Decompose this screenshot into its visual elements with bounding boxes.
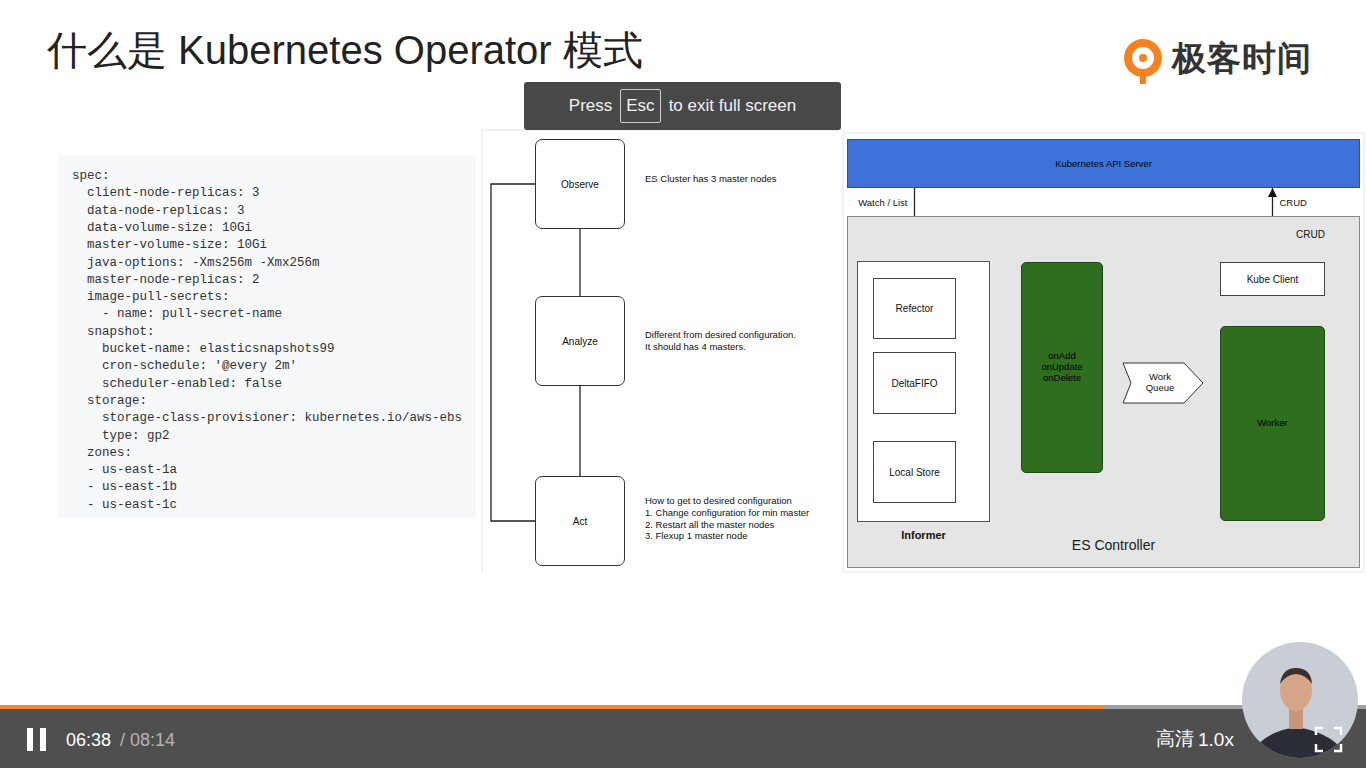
api-server-bar: Kubernetes API Server	[847, 139, 1360, 188]
connector	[491, 184, 535, 521]
queue-outline	[1123, 363, 1203, 403]
presenter-hair	[1280, 668, 1312, 684]
node-text: Refector	[896, 303, 934, 314]
code-line: scheduler-enabled: false	[72, 376, 282, 392]
code-line: storage:	[72, 393, 147, 409]
key-cap: Esc	[620, 89, 660, 123]
code-line: cron-schedule: '@every 2m'	[72, 358, 297, 374]
process-box: Analyze	[535, 296, 625, 386]
node-text: Local Store	[889, 467, 940, 478]
fullscreen-hint: Press Esc to exit full screen	[524, 82, 841, 130]
edge-label: Watch / List	[857, 197, 908, 209]
note-text: 3. Flexup 1 master node	[645, 530, 747, 542]
node-text: DeltaFIFO	[891, 378, 937, 389]
node-text: Observe	[561, 179, 599, 190]
node-text: Kube Client	[1247, 274, 1299, 285]
component-box: DeltaFIFO	[873, 352, 956, 414]
speed-button: 1.0x	[1198, 729, 1234, 751]
current-time: 06:38	[66, 729, 111, 751]
code-line: master-volume-size: 10Gi	[72, 237, 267, 253]
code-line: storage-class-provisioner: kubernetes.io…	[72, 410, 462, 426]
code-line: - us-east-1c	[72, 497, 177, 513]
hint-text: to exit full screen	[669, 96, 797, 116]
code-line: client-node-replicas: 3	[72, 185, 260, 201]
pause-icon	[27, 728, 33, 751]
node-text: Analyze	[562, 336, 598, 347]
controller-box: ES Controller Informer RefectorDeltaFIFO Lo…	[847, 216, 1360, 568]
slide-title: 什么是 Kubernetes Operator 模式	[47, 26, 643, 74]
brand-name: 极客时间	[1172, 38, 1312, 78]
logo-tail	[1140, 72, 1146, 84]
worker-box: Worker	[1220, 326, 1325, 521]
note-text: It should has 4 masters.	[645, 341, 746, 353]
presenter-shirt	[1248, 727, 1352, 768]
queue-arrow: Work Queue	[1122, 362, 1204, 404]
note-text: Different from desired configuration.	[645, 329, 796, 341]
code-line: snapshot:	[72, 324, 155, 340]
logo-ring	[1128, 43, 1158, 73]
code-line: - name: pull-secret-name	[72, 306, 282, 322]
panel-frame	[843, 133, 1364, 572]
code-line: type: gp2	[72, 428, 170, 444]
code-line: zones:	[72, 445, 132, 461]
node-text: ES Controller	[1072, 537, 1155, 553]
note-text: 1. Change configuration for min master	[645, 507, 809, 519]
quality-button: 高清	[1156, 728, 1194, 750]
pause-icon	[40, 728, 46, 751]
code-line: - us-east-1a	[72, 462, 177, 478]
informer-box: InformerRefectorDeltaFIFOLocal Store	[857, 261, 990, 522]
code-line: bucket-name: elasticsnapshots99	[72, 341, 335, 357]
code-line: spec:	[72, 168, 110, 184]
presenter-figure	[1248, 668, 1352, 768]
connector	[579, 229, 580, 296]
component-box: Local Store	[873, 441, 956, 503]
progress-track	[0, 705, 1366, 709]
node-text: Work Queue	[1142, 372, 1178, 394]
note-text: How to get to desired configuration	[645, 495, 792, 507]
process-box: Act	[535, 476, 625, 566]
code-line: data-volume-size: 10Gi	[72, 220, 252, 236]
code-line: java-options: -Xms256m -Xmx256m	[72, 255, 320, 271]
panel-frame	[482, 130, 843, 572]
fullscreen-icon	[1316, 728, 1341, 751]
code-line: data-node-replicas: 3	[72, 203, 245, 219]
presenter-head	[1280, 669, 1312, 711]
code-background	[58, 155, 476, 518]
node-text: Kubernetes API Server	[1055, 158, 1152, 169]
component-box: Refector	[873, 278, 956, 339]
edge-label: CRUD	[1279, 197, 1308, 209]
code-line: image-pull-secrets:	[72, 289, 230, 305]
progress-fill	[0, 705, 1103, 709]
total-time: / 08:14	[120, 729, 175, 751]
connector	[579, 386, 580, 476]
code-line: - us-east-1b	[72, 479, 177, 495]
component-box: Kube Client	[1220, 262, 1325, 296]
node-text: Worker	[1257, 418, 1287, 429]
note-text: 2. Restart all the master nodes	[645, 519, 774, 531]
operation-label: CRUD	[1296, 229, 1325, 241]
process-box: Observe	[535, 139, 625, 229]
node-text: Act	[573, 516, 587, 527]
hint-text: Press	[569, 96, 612, 116]
node-text: onAdd onUpdate onDelete	[1038, 351, 1086, 384]
code-line: master-node-replicas: 2	[72, 272, 260, 288]
control-bar	[0, 709, 1366, 768]
handler-box: onAdd onUpdate onDelete	[1021, 262, 1103, 473]
node-text: Informer	[858, 529, 989, 541]
logo-dot	[1139, 54, 1147, 62]
note-text: ES Cluster has 3 master nodes	[645, 173, 776, 185]
